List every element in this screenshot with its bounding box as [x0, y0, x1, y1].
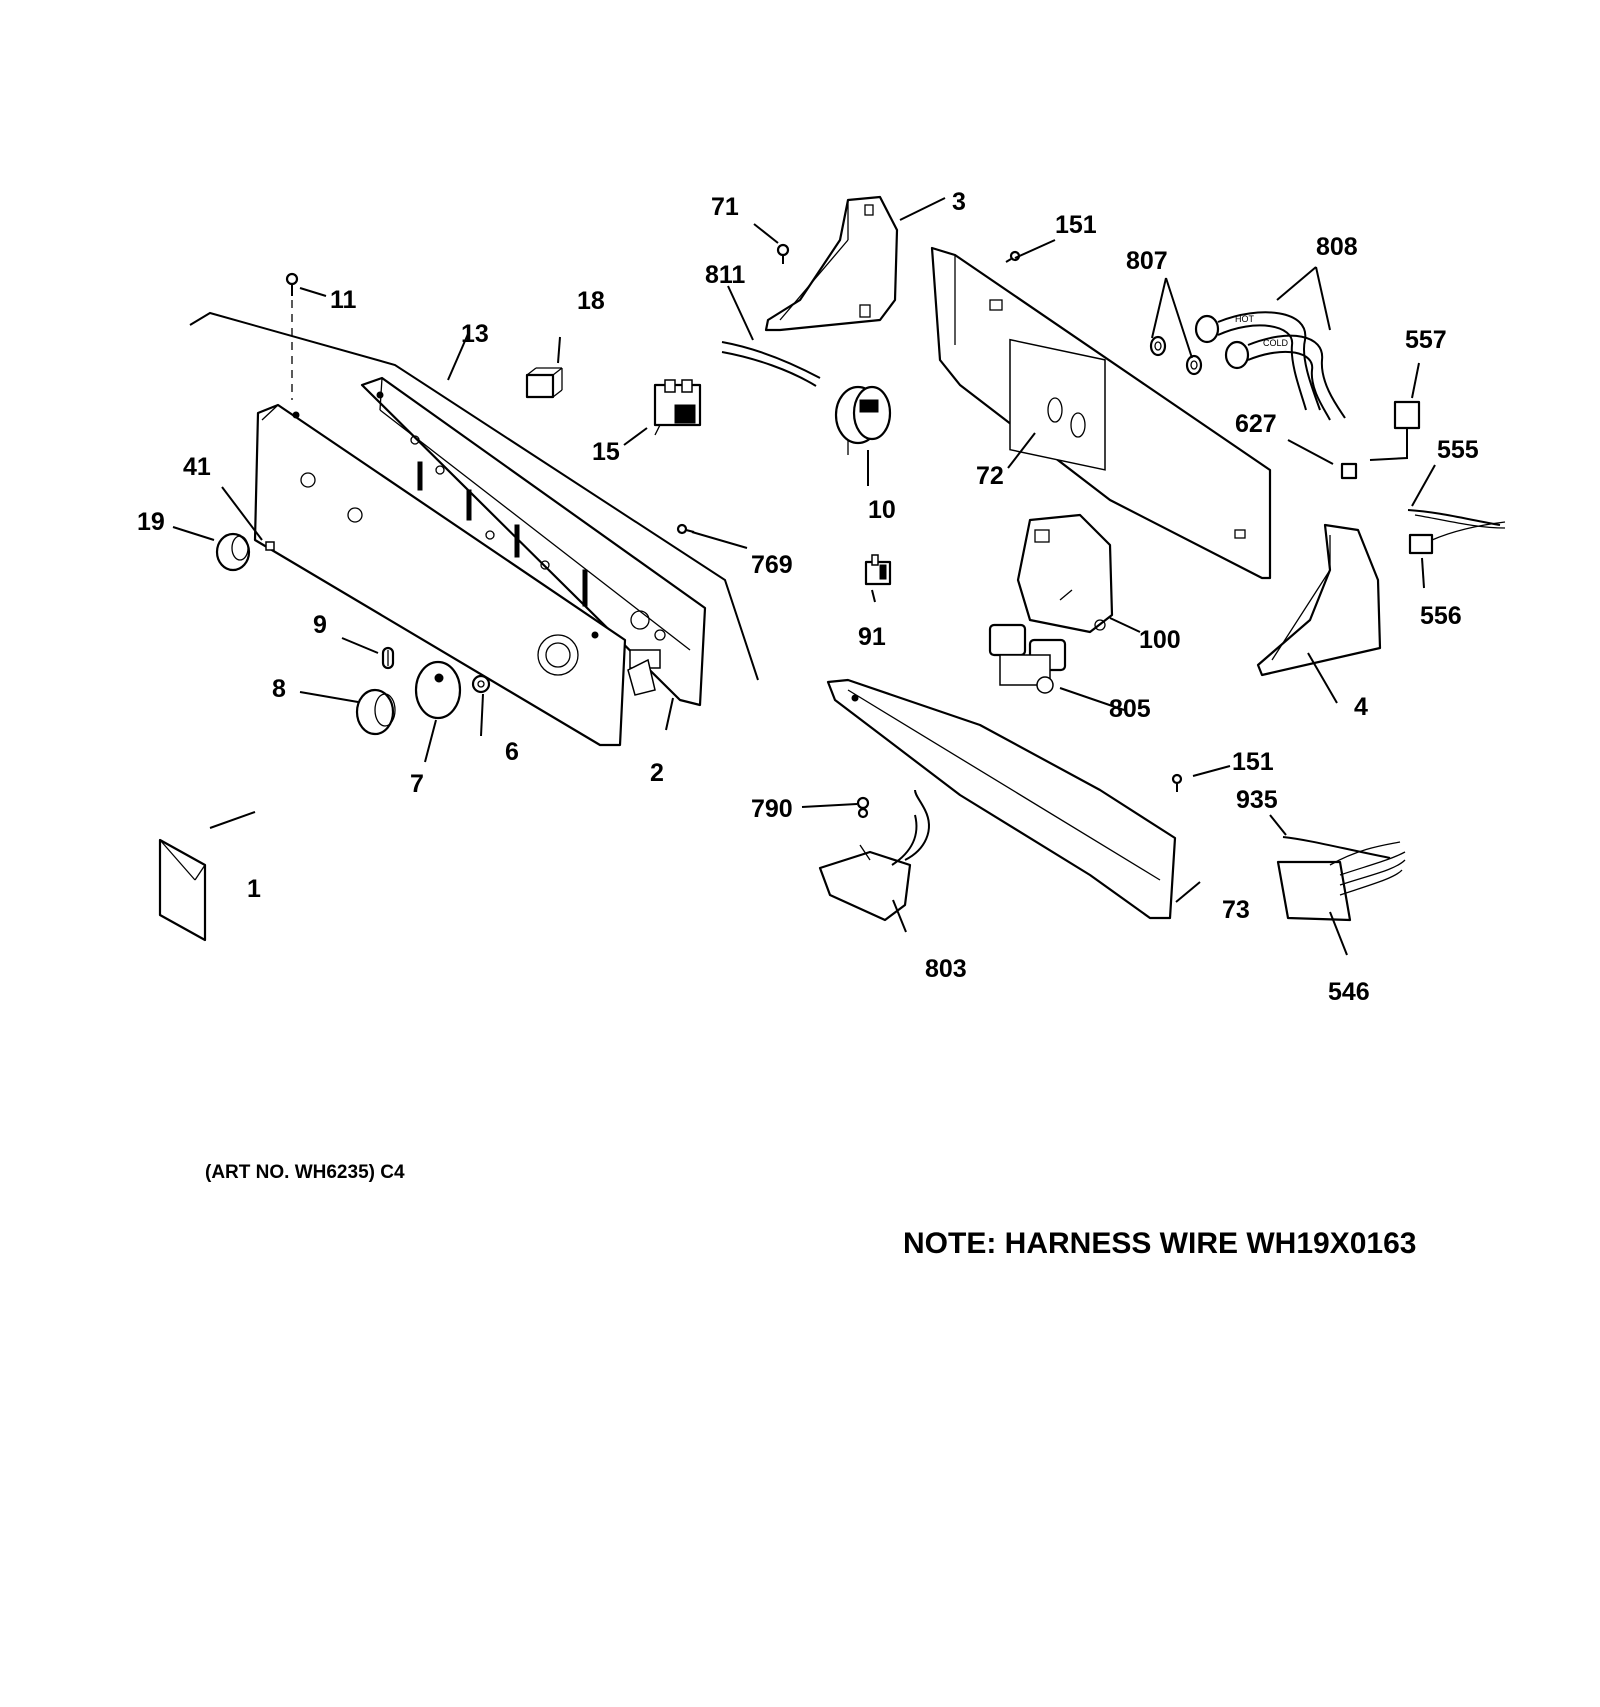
part-805-valve: [988, 623, 1067, 694]
hose-label-hot: HOT: [1235, 314, 1255, 324]
callout-556: 556: [1420, 602, 1462, 630]
callout-71: 71: [711, 193, 739, 221]
part-627-clip: [1340, 462, 1358, 480]
callout-13: 13: [461, 320, 489, 348]
part-790-clamp: [856, 796, 870, 819]
callout-2: 2: [650, 759, 664, 787]
part-2-bracket: [627, 658, 656, 696]
part-100-timer: [1016, 513, 1114, 634]
part-91-switch: [864, 554, 892, 586]
part-9-spring: [381, 646, 395, 670]
part-556-plug: [1408, 521, 1506, 555]
callout-805: 805: [1109, 695, 1151, 723]
leader-lines: [172, 197, 1436, 956]
part-808-hoses: HOT COLD: [1194, 311, 1346, 421]
part-71-screw: [776, 243, 790, 264]
callout-803: 803: [925, 955, 967, 983]
part-4-bracket: [1256, 523, 1382, 677]
callout-91: 91: [858, 623, 886, 651]
callout-41: 41: [183, 453, 211, 481]
callout-557: 557: [1405, 326, 1447, 354]
callout-807: 807: [1126, 247, 1168, 275]
part-6-nut: [471, 674, 491, 694]
part-19-knob: [215, 532, 251, 572]
callout-6: 6: [505, 738, 519, 766]
art-number: (ART NO. WH6235) C4: [205, 1162, 405, 1183]
callout-9: 9: [313, 611, 327, 639]
part-811-tube: [721, 341, 821, 387]
callout-11: 11: [330, 286, 357, 314]
part-1-manual: [158, 838, 207, 942]
part-13-panel-frame: [189, 311, 759, 707]
callout-18: 18: [577, 287, 605, 315]
callout-790: 790: [751, 795, 793, 823]
harness-note: NOTE: HARNESS WIRE WH19X0163: [903, 1227, 1416, 1260]
callout-15: 15: [592, 438, 620, 466]
callout-627: 627: [1235, 410, 1277, 438]
callout-19: 19: [137, 508, 165, 536]
callout-labels: 1 2 3 4 6 7 8 9 10 11 13 15 18 19 41 71 …: [137, 188, 1479, 1006]
part-803-dispenser: [818, 789, 930, 922]
callout-811: 811: [705, 261, 745, 289]
part-72-backsplash: [930, 246, 1272, 580]
part-73-bracket-panel: [826, 678, 1177, 920]
callout-3: 3: [952, 188, 966, 216]
callout-4: 4: [1354, 693, 1368, 721]
part-15-switch: [653, 379, 702, 436]
callout-8: 8: [272, 675, 286, 703]
callout-769: 769: [751, 551, 793, 579]
part-546-harness: [1276, 841, 1406, 922]
callout-72: 72: [976, 462, 1004, 490]
part-557-connector: [1369, 400, 1421, 461]
callout-151-bottom: 151: [1232, 748, 1274, 776]
part-151-screw-bottom: [1171, 773, 1183, 792]
callout-1: 1: [247, 875, 261, 903]
part-8-knob: [355, 688, 396, 736]
part-555-wire: [1407, 509, 1506, 529]
callout-808: 808: [1316, 233, 1358, 261]
callout-151-top: 151: [1055, 211, 1097, 239]
callout-100: 100: [1139, 626, 1181, 654]
part-10-pressure-switch: [834, 385, 892, 455]
callout-10: 10: [868, 496, 896, 524]
part-3-bracket: [764, 195, 899, 332]
part-11-screw: [285, 272, 327, 400]
callout-73: 73: [1222, 896, 1250, 924]
part-18-cube: [525, 367, 563, 399]
part-935-wire: [1282, 836, 1391, 859]
callout-935: 935: [1236, 786, 1278, 814]
callout-7: 7: [410, 770, 424, 798]
front-console-panel: [253, 403, 627, 747]
part-41-clip: [265, 541, 275, 551]
part-769-screw: [676, 523, 695, 535]
part-7-dial: [414, 660, 462, 720]
hose-label-cold: COLD: [1263, 338, 1289, 348]
part-807-washers: [1149, 335, 1203, 376]
callout-555: 555: [1437, 436, 1479, 464]
callout-546: 546: [1328, 978, 1370, 1006]
